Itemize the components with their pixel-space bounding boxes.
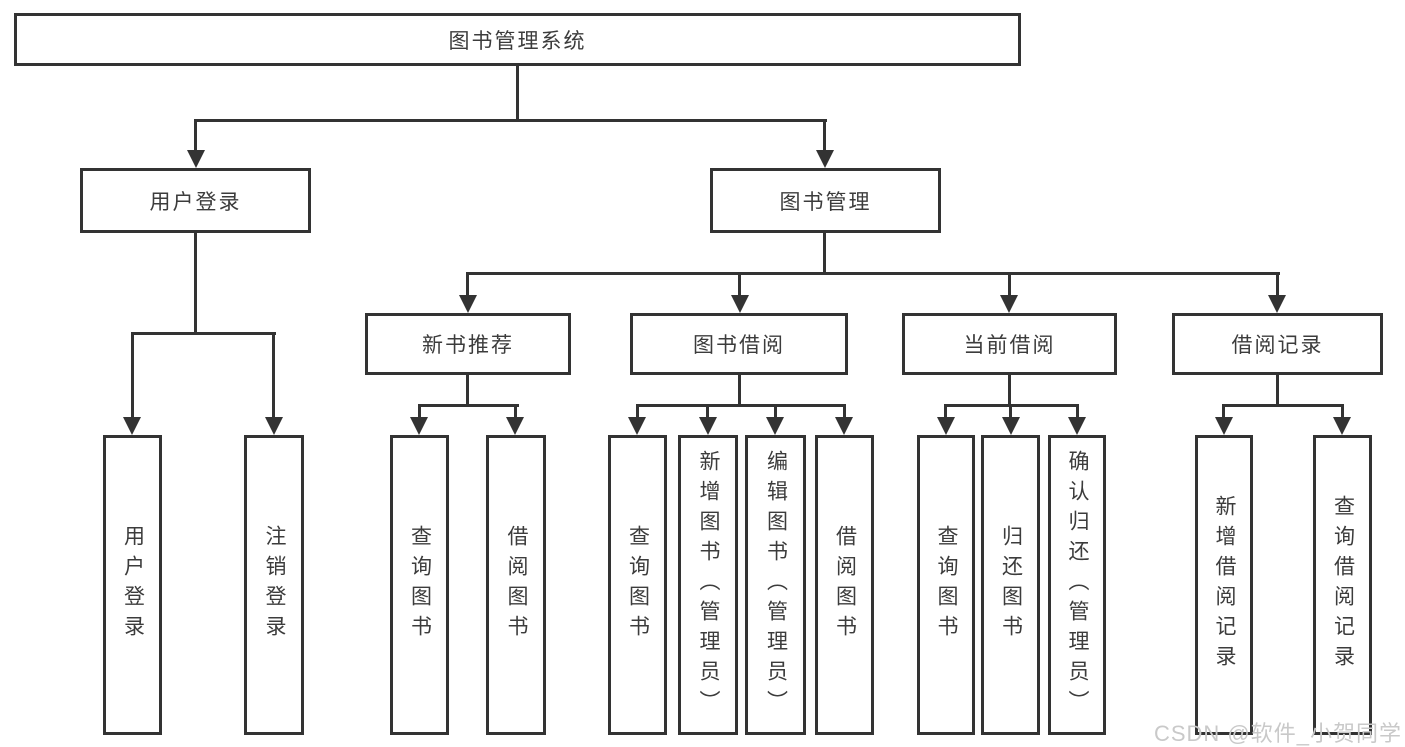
arrow-head-book-management — [816, 150, 834, 168]
arrow-line-edit-books-admin — [774, 404, 777, 418]
arrow-head-query-books-recommend — [410, 417, 428, 435]
connector-user-login-stem — [194, 233, 197, 334]
arrow-head-logout-login — [265, 417, 283, 435]
arrow-line-confirm-return-admin — [1076, 404, 1079, 418]
arrow-head-add-borrow-record — [1215, 417, 1233, 435]
node-query-books-recommend: 查询图书 — [390, 435, 449, 735]
arrow-line-current-borrow — [1008, 272, 1011, 297]
node-current-borrow: 当前借阅 — [902, 313, 1117, 375]
node-borrow-books-recommend: 借阅图书 — [486, 435, 546, 735]
arrow-line-query-books-current — [944, 404, 947, 418]
node-book-management: 图书管理 — [710, 168, 941, 233]
arrow-head-borrow-books-recommend — [506, 417, 524, 435]
connector-recommend-stem — [466, 375, 469, 406]
arrow-head-user-login-leaf — [123, 417, 141, 435]
arrow-head-query-books-current — [937, 417, 955, 435]
arrow-head-borrow-records — [1268, 295, 1286, 313]
node-user-login: 用户登录 — [80, 168, 311, 233]
node-library-system: 图书管理系统 — [14, 13, 1021, 66]
arrow-head-edit-books-admin — [766, 417, 784, 435]
connector-level1-bar — [194, 119, 827, 122]
connector-user-login-bar — [131, 332, 276, 335]
arrow-head-user-login — [187, 150, 205, 168]
node-borrow-books-borrow: 借阅图书 — [815, 435, 874, 735]
arrow-line-borrow-books-borrow — [843, 404, 846, 418]
arrow-line-borrow-books-recommend — [514, 404, 517, 418]
node-edit-books-admin: 编辑图书（管理员） — [745, 435, 806, 735]
arrow-head-query-books-borrow — [628, 417, 646, 435]
arrow-head-return-books — [1002, 417, 1020, 435]
arrow-line-logout-login — [272, 332, 275, 417]
node-user-login-leaf: 用户登录 — [103, 435, 162, 735]
node-add-books-admin: 新增图书（管理员） — [678, 435, 738, 735]
arrow-line-book-borrow — [738, 272, 741, 297]
connector-borrow-bar — [636, 404, 846, 407]
arrow-line-user-login — [194, 119, 197, 152]
arrow-head-add-books-admin — [699, 417, 717, 435]
connector-recommend-bar — [418, 404, 519, 407]
arrow-line-book-management — [823, 119, 826, 152]
arrow-head-borrow-books-borrow — [835, 417, 853, 435]
arrow-head-query-borrow-record — [1333, 417, 1351, 435]
node-book-borrow: 图书借阅 — [630, 313, 848, 375]
node-query-books-current: 查询图书 — [917, 435, 975, 735]
connector-current-stem — [1008, 375, 1011, 406]
arrow-line-add-borrow-record — [1222, 404, 1225, 418]
node-confirm-return-admin: 确认归还（管理员） — [1048, 435, 1106, 735]
node-query-books-borrow: 查询图书 — [608, 435, 667, 735]
connector-records-stem — [1276, 375, 1279, 406]
node-add-borrow-record: 新增借阅记录 — [1195, 435, 1253, 735]
arrow-head-new-book-recommend — [459, 295, 477, 313]
node-logout-login: 注销登录 — [244, 435, 304, 735]
connector-borrow-stem — [738, 375, 741, 406]
arrow-line-return-books — [1009, 404, 1012, 418]
arrow-head-confirm-return-admin — [1068, 417, 1086, 435]
connector-level3-bar — [466, 272, 1280, 275]
node-query-borrow-record: 查询借阅记录 — [1313, 435, 1372, 735]
arrow-line-add-books-admin — [706, 404, 709, 418]
node-return-books: 归还图书 — [981, 435, 1040, 735]
watermark-text: CSDN @软件_小贺同学 — [1153, 721, 1402, 746]
arrow-line-new-book-recommend — [466, 272, 469, 297]
arrow-line-borrow-records — [1276, 272, 1279, 297]
node-borrow-records: 借阅记录 — [1172, 313, 1383, 375]
arrow-line-user-login-leaf — [131, 332, 134, 417]
node-new-book-recommend: 新书推荐 — [365, 313, 571, 375]
arrow-head-current-borrow — [1000, 295, 1018, 313]
arrow-line-query-books-borrow — [636, 404, 639, 418]
connector-book-management-stem — [823, 233, 826, 274]
connector-root-stem — [516, 66, 519, 122]
arrow-line-query-books-recommend — [418, 404, 421, 418]
connector-records-bar — [1222, 404, 1344, 407]
arrow-head-book-borrow — [731, 295, 749, 313]
arrow-line-query-borrow-record — [1341, 404, 1344, 418]
